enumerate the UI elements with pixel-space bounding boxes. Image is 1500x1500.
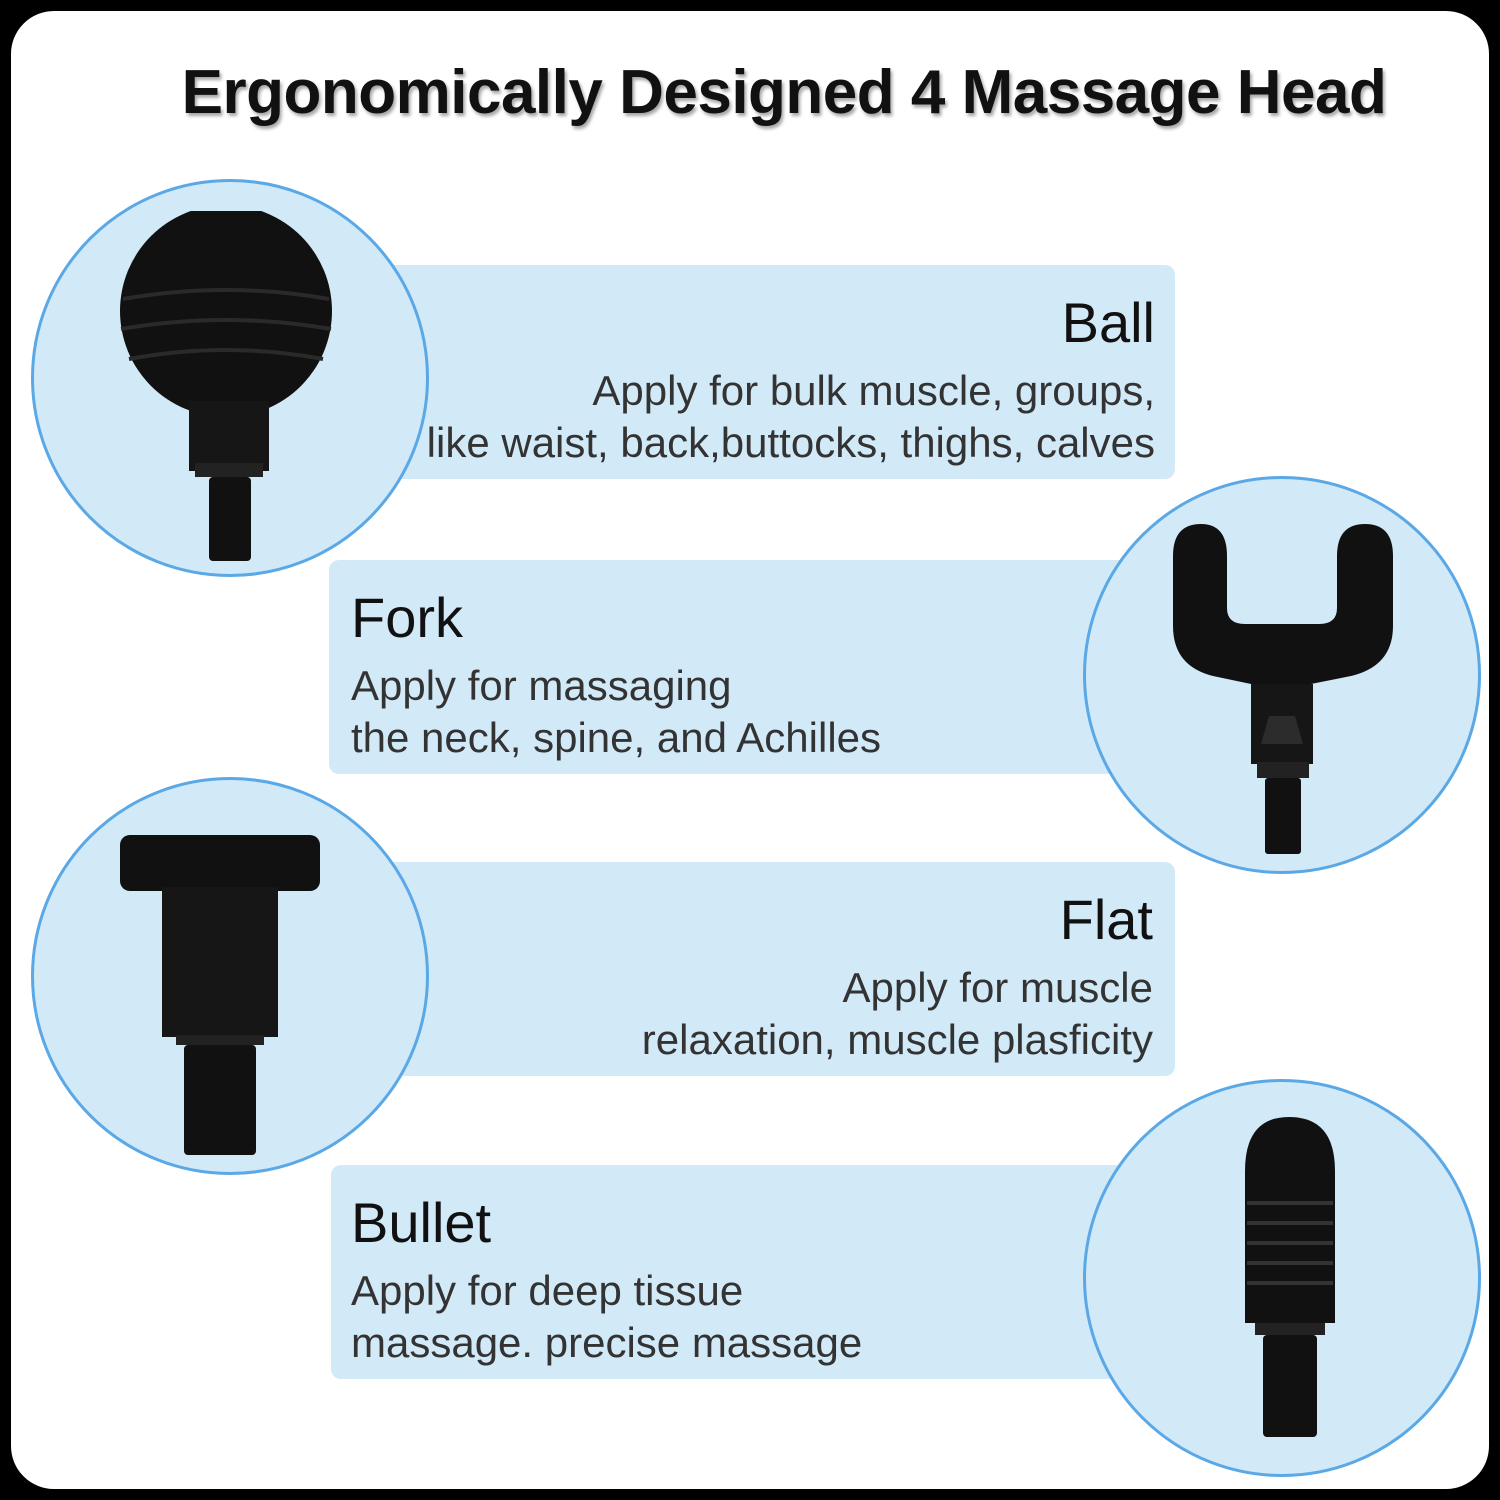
bullet-name: Bullet	[351, 1191, 492, 1254]
flat-desc-line2: relaxation, muscle plasficity	[641, 1016, 1153, 1063]
ball-desc-line2: like waist, back,buttocks, thighs, calve…	[426, 419, 1155, 466]
ball-panel: Ball Apply for bulk muscle, groups, like…	[311, 265, 1175, 479]
fork-panel: Fork Apply for massaging the neck, spine…	[329, 560, 1193, 774]
fork-desc-line2: the neck, spine, and Achilles	[351, 714, 882, 761]
flat-massage-head-icon	[120, 835, 320, 1155]
fork-desc-line1: Apply for massaging	[351, 662, 732, 709]
flat-desc-line1: Apply for muscle	[842, 964, 1153, 1011]
ball-massage-head-icon	[120, 211, 332, 561]
ball-desc-line1: Apply for bulk muscle, groups,	[592, 367, 1155, 414]
bullet-desc-line1: Apply for deep tissue	[351, 1267, 744, 1314]
flat-name: Flat	[1059, 888, 1153, 951]
ball-name: Ball	[1061, 291, 1155, 354]
fork-name: Fork	[351, 586, 463, 649]
fork-massage-head-icon	[1173, 524, 1393, 854]
bullet-desc-line2: massage. precise massage	[351, 1319, 863, 1366]
bullet-massage-head-icon	[1245, 1117, 1335, 1437]
flat-panel: Flat Apply for muscle relaxation, muscle…	[311, 862, 1175, 1076]
bullet-panel: Bullet Apply for deep tissue massage. pr…	[331, 1165, 1195, 1379]
product-card: Ergonomically Designed 4 Massage Head Ba…	[8, 8, 1492, 1492]
page-title: Ergonomically Designed 4 Massage Head	[181, 58, 1387, 127]
